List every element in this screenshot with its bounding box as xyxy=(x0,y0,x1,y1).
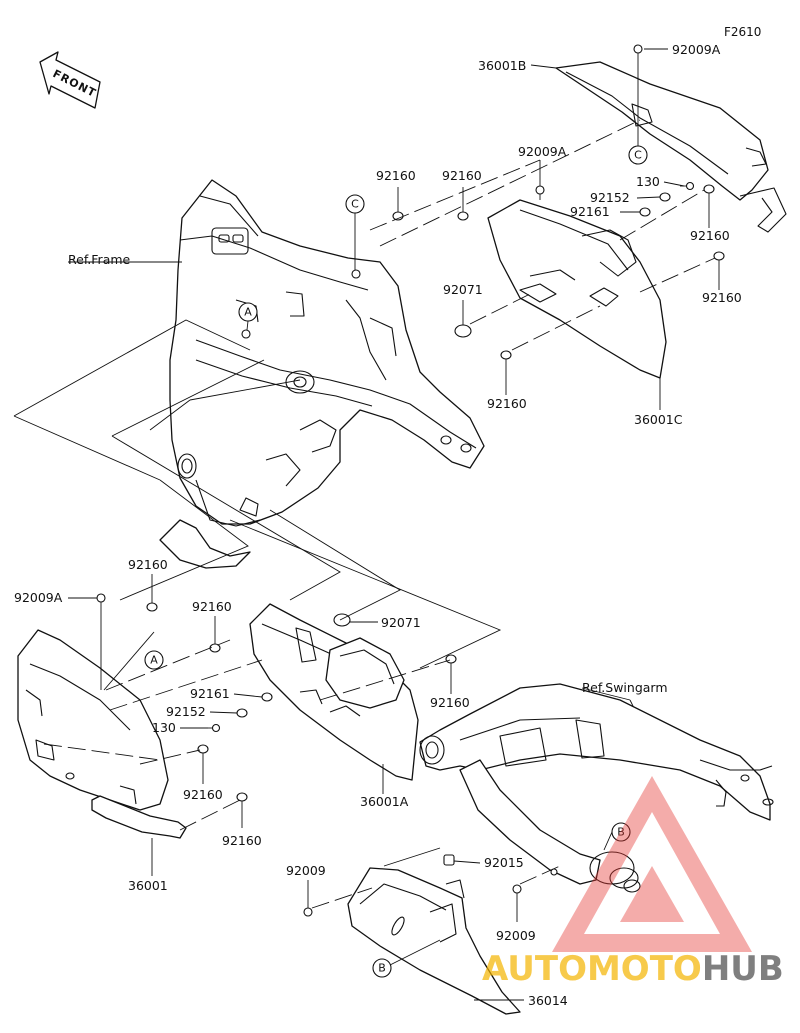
grommet-icon xyxy=(197,744,209,754)
frame-reference-drawing xyxy=(159,179,485,569)
part-number-label: 36001B xyxy=(478,58,526,73)
svg-text:A: A xyxy=(150,654,158,667)
part-number-label: 36001C xyxy=(634,412,683,427)
grommet-icon xyxy=(713,251,725,261)
part-number-label: 92009 xyxy=(496,928,536,943)
svg-text:B: B xyxy=(617,826,625,839)
part-number-label: 92009A xyxy=(14,590,63,605)
part-number-label: 130 xyxy=(152,720,176,735)
svg-text:C: C xyxy=(634,149,642,162)
svg-text:B: B xyxy=(378,962,386,975)
part-number-label: 92161 xyxy=(570,204,610,219)
leaders-swingarm xyxy=(311,831,613,1001)
part-number-label: 92152 xyxy=(166,704,206,719)
part-number-label: 92160 xyxy=(376,168,416,183)
svg-text:C: C xyxy=(351,198,359,211)
part-number-label: 92161 xyxy=(190,686,230,701)
part-number-label: 92160 xyxy=(430,695,470,710)
grommet-icon xyxy=(500,350,512,360)
grommet-icon xyxy=(454,324,472,338)
side-cover-36001B-drawing xyxy=(555,61,787,233)
screw-icon xyxy=(96,593,106,690)
grommet-icon xyxy=(445,654,457,664)
part-number-label: 92160 xyxy=(183,787,223,802)
screw-icon xyxy=(208,723,221,733)
collar-icon xyxy=(639,207,651,217)
callout-a-upper: A xyxy=(238,302,258,331)
side-cover-36001A-drawing xyxy=(249,603,419,781)
callout-c-upper: C xyxy=(628,145,648,165)
front-direction-arrow-icon: FRONT xyxy=(39,51,101,109)
hardware-swingarm xyxy=(303,854,558,922)
screw-icon xyxy=(535,185,545,200)
grommet-icon xyxy=(146,602,158,612)
part-number-label: 92160 xyxy=(442,168,482,183)
part-number-label: 92160 xyxy=(222,833,262,848)
washer-icon xyxy=(236,708,248,718)
figure-code: F2610 xyxy=(724,25,761,39)
part-number-label: 92015 xyxy=(484,855,524,870)
washer-icon xyxy=(659,192,671,202)
part-number-label: 92071 xyxy=(443,282,483,297)
part-number-label: 36001 xyxy=(128,878,168,893)
part-number-label: 36014 xyxy=(528,993,568,1008)
callout-a-lower: A xyxy=(103,631,164,691)
callout-c-frame: C xyxy=(345,194,365,270)
callout-b-swingarm: B xyxy=(611,822,631,842)
callout-b-cover: B xyxy=(372,958,392,978)
side-cover-36001C-drawing xyxy=(487,199,667,379)
side-cover-36001-drawing xyxy=(17,629,187,839)
part-number-label: 92152 xyxy=(590,190,630,205)
part-number-label: 92160 xyxy=(702,290,742,305)
part-number-label: 92009A xyxy=(518,144,567,159)
grommet-icon xyxy=(236,792,248,802)
part-number-label: 92071 xyxy=(381,615,421,630)
leaders-right xyxy=(369,48,720,410)
grommet-icon xyxy=(209,643,221,653)
leaders-left xyxy=(13,261,641,876)
part-number-label: 92160 xyxy=(192,599,232,614)
part-number-label: 92160 xyxy=(128,557,168,572)
watermark-text-primary: AUTOMOTOHUB xyxy=(482,949,784,989)
screw-icon xyxy=(512,884,522,922)
part-number-label: 92009 xyxy=(286,863,326,878)
part-number-label: 92009A xyxy=(672,42,721,57)
ref-frame-label: Ref.Frame xyxy=(68,252,131,267)
screw-icon xyxy=(303,880,313,917)
part-number-label: 92160 xyxy=(487,396,527,411)
part-number-label: 130 xyxy=(636,174,660,189)
screw-icon xyxy=(633,44,643,62)
ref-swingarm-label: Ref.Swingarm xyxy=(582,680,668,695)
collar-icon xyxy=(261,692,273,702)
chain-cover-36014-drawing xyxy=(347,867,521,1015)
svg-text:A: A xyxy=(244,306,252,319)
grommet-icon xyxy=(457,211,469,221)
swingarm-reference-drawing xyxy=(419,683,774,893)
nut-icon xyxy=(443,854,455,866)
part-number-label: 36001A xyxy=(360,794,409,809)
grommet-icon xyxy=(703,184,715,194)
part-number-label: 92160 xyxy=(690,228,730,243)
watermark-logo: AUTOMOTOHUB xyxy=(482,776,784,989)
